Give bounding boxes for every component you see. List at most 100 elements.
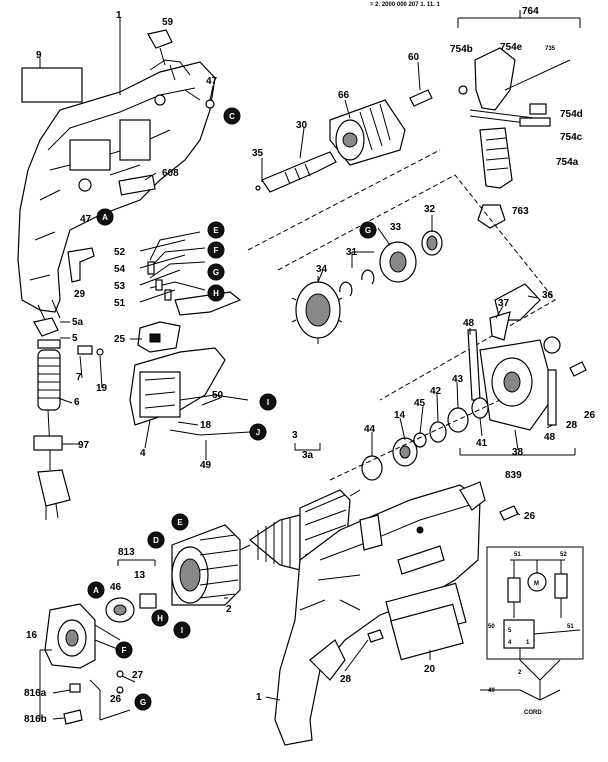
leader-lines: [39, 18, 553, 720]
label-16: 16: [26, 630, 38, 641]
circlips-31: [339, 269, 375, 297]
svg-text:E: E: [177, 518, 183, 527]
label-754a: 754a: [556, 157, 579, 168]
svg-text:H: H: [157, 614, 163, 623]
label-52: 52: [114, 247, 126, 258]
svg-text:F: F: [214, 246, 219, 255]
label-44: 44: [364, 424, 376, 435]
badge-G-brush: G: [134, 693, 152, 711]
spring-48-left: [467, 329, 481, 401]
svg-text:I: I: [181, 626, 183, 635]
badge-G-ring: G: [359, 221, 377, 239]
cord-clamp-29: [67, 247, 95, 283]
label-608: 608: [162, 168, 179, 179]
wire-set: [147, 231, 206, 301]
brush-holder-46: [105, 597, 135, 623]
circuit-label-m: M: [534, 581, 539, 587]
circuit-label-51b: 51: [567, 624, 574, 630]
knob-763: [477, 204, 506, 229]
label-754b: 754b: [450, 44, 473, 55]
label-28-low: 28: [340, 674, 352, 685]
label-18: 18: [200, 420, 212, 431]
label-66: 66: [338, 90, 350, 101]
label-26-mid: 26: [524, 511, 536, 522]
bracket-813: [117, 559, 156, 566]
motor-housing-16: [44, 603, 126, 669]
svg-text:D: D: [153, 536, 159, 545]
label-43: 43: [452, 374, 464, 385]
svg-text:C: C: [229, 112, 235, 121]
bearing-33: [379, 241, 417, 283]
label-26-right: 26: [584, 410, 596, 421]
circuit-label-51: 51: [514, 552, 521, 558]
label-5a: 5a: [72, 317, 84, 328]
svg-text:G: G: [213, 268, 219, 277]
header-fragment: = 2. 2000 000 207 1. 11. 1: [370, 2, 441, 8]
label-813: 813: [118, 547, 135, 558]
hammer-assembly: [479, 283, 561, 431]
label-plate-9: [21, 67, 83, 103]
label-816b: 816b: [24, 714, 47, 725]
badge-A-top: A: [96, 208, 114, 226]
svg-text:A: A: [102, 213, 108, 222]
wiring-schematic: [480, 546, 584, 701]
svg-text:A: A: [93, 586, 99, 595]
label-764: 764: [522, 6, 539, 17]
badge-F-brush: F: [115, 641, 133, 659]
axis-line-armature: [329, 399, 501, 481]
label-816a: 816a: [24, 688, 47, 699]
label-30: 30: [296, 120, 308, 131]
cord-assembly: [33, 299, 71, 520]
circuit-label-2: 2: [518, 670, 522, 676]
washer-47-top: [205, 99, 215, 109]
label-1-low: 1: [256, 692, 262, 703]
brush-13: [139, 593, 157, 609]
label-754e: 754e: [500, 42, 523, 53]
circuit-label-cord: CORD: [524, 710, 542, 716]
svg-text:E: E: [213, 226, 219, 235]
svg-text:G: G: [365, 226, 371, 235]
screw-27: [116, 670, 124, 678]
circuit-label-4: 4: [508, 640, 512, 646]
bearing-32: [421, 230, 443, 256]
label-14: 14: [394, 410, 406, 421]
label-27: 27: [132, 670, 144, 681]
label-1-top: 1: [116, 10, 122, 21]
label-48-b: 48: [544, 432, 556, 443]
label-839: 839: [505, 470, 522, 481]
bracket-16: [39, 649, 52, 720]
carbon-816a: [69, 683, 81, 693]
label-763: 763: [512, 206, 529, 217]
bracket-3: [294, 443, 321, 451]
circuit-label-49: 49: [488, 688, 495, 694]
label-50: 50: [212, 390, 224, 401]
label-45: 45: [414, 398, 426, 409]
bearing-row: [361, 397, 489, 481]
spring-48-right: [547, 369, 557, 426]
screw-28-low: [367, 629, 384, 643]
screw-19: [96, 348, 104, 356]
label-48-a: 48: [463, 318, 475, 329]
screw-26-mid: [499, 505, 519, 521]
label-38: 38: [512, 447, 524, 458]
label-42: 42: [430, 386, 442, 397]
label-37: 37: [498, 298, 510, 309]
label-51: 51: [114, 298, 126, 309]
badge-H-switch: H: [207, 284, 225, 302]
switch-body-4: [129, 347, 251, 436]
label-47-mid: 47: [80, 214, 92, 225]
label-33: 33: [390, 222, 402, 233]
circuit-label-50: 50: [488, 624, 495, 630]
circuit-label-5: 5: [508, 628, 512, 634]
label-608: [118, 174, 156, 196]
badge-C: C: [223, 107, 241, 125]
switch-25: [137, 291, 242, 353]
housing-half-left: [17, 59, 216, 313]
chuck-key-screw-60: [409, 89, 433, 107]
cap-816b: [63, 709, 83, 725]
badge-G-switch: G: [207, 263, 225, 281]
label-6: 6: [74, 397, 80, 408]
label-60: 60: [408, 52, 420, 63]
label-13: 13: [134, 570, 146, 581]
